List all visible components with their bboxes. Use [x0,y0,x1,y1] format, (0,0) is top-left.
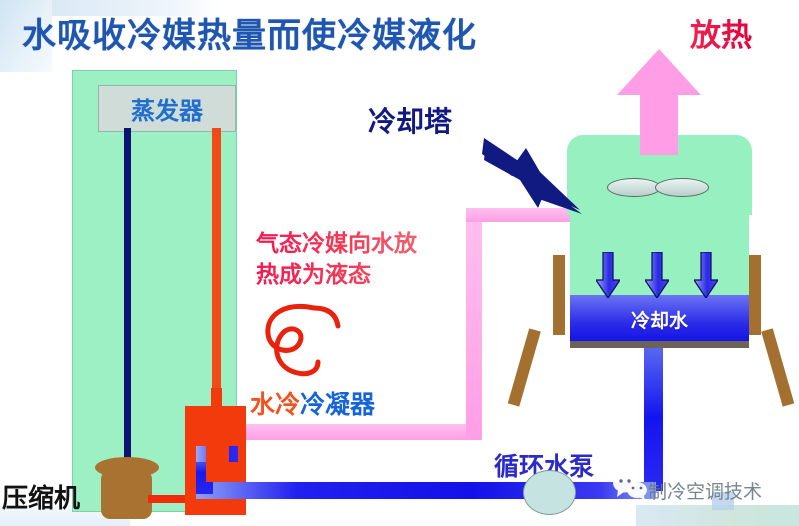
top-left-gradient-band [0,0,52,72]
handdrawn-loop-pointer [265,304,341,377]
annotation-note-line-1: 气态冷媒向水放 [256,230,417,256]
heat-exhaust-up-arrow [617,49,701,155]
top-gradient-strip [52,0,220,16]
bottom-right-square [712,492,734,510]
tower-leg-left-upper [553,255,565,335]
liquid-pipe-orange [212,128,221,406]
pink-pipe-horizontal-lower [204,424,482,440]
basin-shadow [570,341,749,348]
airflow-down-arrow-2 [645,252,669,298]
compressor-cap [95,457,159,478]
evaporator-label: 蒸发器 [131,98,203,125]
wechat-logo-icon [613,473,647,500]
condenser-label: 水冷冷凝器 [250,385,375,421]
annotation-note-line-2: 热成为液态 [256,261,371,287]
page-title: 水吸收冷媒热量而使冷媒液化 [22,17,477,55]
fan-blade-right-icon [655,178,709,197]
bottom-right-band [636,505,799,526]
airflow-down-arrow-3 [694,252,718,298]
blue-pipe-tower-downcomer [644,345,663,491]
compressor-label: 压缩机 [2,483,81,513]
circulation-pump-circle [523,470,576,515]
suction-pipe-navy [124,128,131,466]
tower-leg-right-upper [749,255,761,335]
airflow-down-arrow-1 [596,252,620,298]
cooling-water-label: 冷却水 [630,310,688,332]
cooling-water-basin: 冷却水 [570,295,749,343]
pink-pipe-vertical [466,208,482,440]
blue-pipe-horizontal-main [196,482,656,499]
evaporator-box: 蒸发器 [98,85,236,132]
tower-leg-right-lower [761,328,795,407]
compressor-discharge-pipe [148,495,196,503]
heat-release-label: 放热 [690,10,752,55]
fan-blade-left-icon [607,178,661,197]
compressor-body [101,470,152,519]
watermark-text: 制冷空调技术 [648,482,763,503]
tower-leg-left-lower [507,328,541,407]
air-intake-arrow [482,138,582,214]
cooling-tower-label: 冷却塔 [368,106,453,137]
condenser-inner-block [206,432,229,482]
annotation-note: 气态冷媒向水放 热成为液态 [256,228,417,290]
condenser-top-stub [211,388,222,410]
